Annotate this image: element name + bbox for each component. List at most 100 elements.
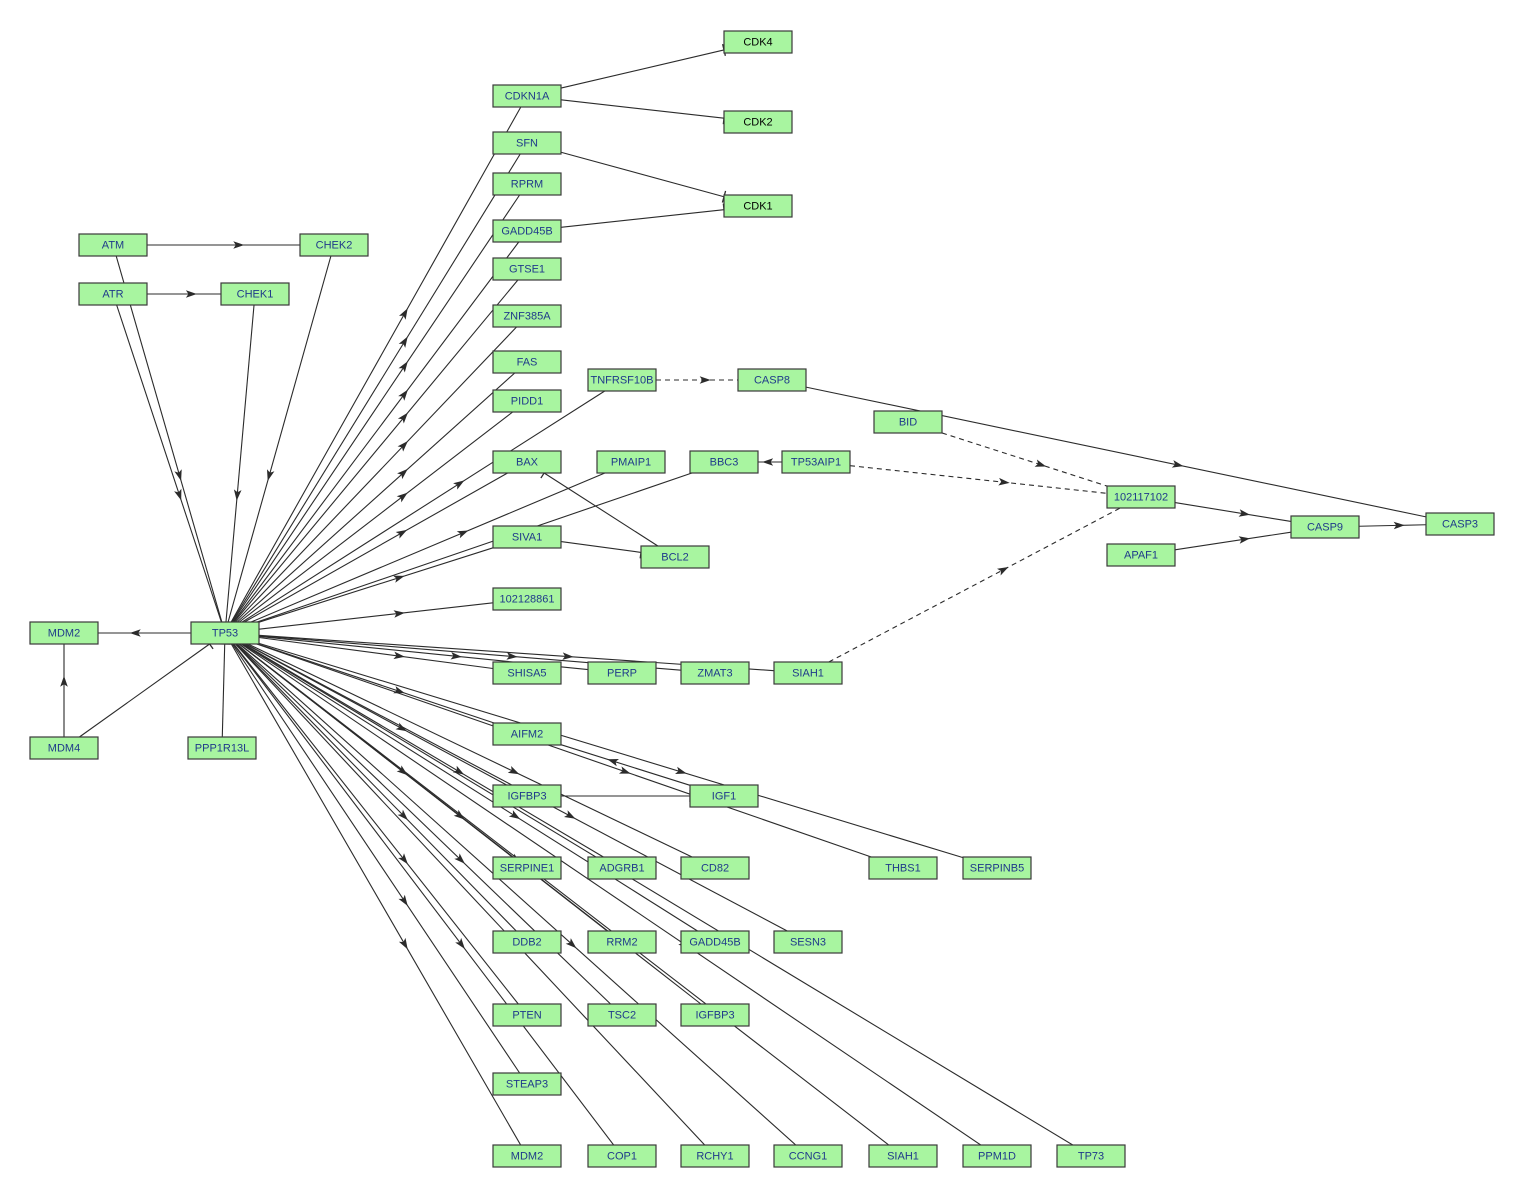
edge-SFN-CDK1 [560, 151, 727, 203]
arrowhead [565, 938, 577, 949]
node-cdk1[interactable]: CDK1 [723, 194, 793, 218]
arrowhead [1238, 509, 1250, 517]
node-label: FAS [517, 357, 538, 369]
node-igfbp3-a[interactable]: IGFBP3 [492, 784, 562, 808]
node-igf1[interactable]: IGF1 [689, 784, 759, 808]
node-siva1[interactable]: SIVA1 [492, 525, 562, 549]
edge-TP53-TP73 [242, 643, 1074, 1146]
node-label: RPRM [511, 179, 543, 191]
node-label: MDM4 [48, 743, 80, 755]
node-siah1-bot[interactable]: SIAH1 [868, 1144, 938, 1168]
edge-TP53-STEAP3 [231, 643, 521, 1074]
node-mdm2-bot[interactable]: MDM2 [492, 1144, 562, 1168]
node-cd82[interactable]: CD82 [680, 856, 750, 880]
node-bax[interactable]: BAX [492, 450, 562, 474]
edge-line [233, 643, 519, 1005]
node-label: PERP [607, 668, 637, 680]
edge-TP53-MDM2_bot [230, 643, 522, 1146]
node-casp9[interactable]: CASP9 [1290, 515, 1360, 539]
node-cdkn1a[interactable]: CDKN1A [492, 84, 562, 108]
edge-line [235, 643, 517, 932]
node-tnfrsf10b[interactable]: TNFRSF10B [587, 368, 657, 392]
arrowhead [398, 361, 408, 373]
node-cop1[interactable]: COP1 [587, 1144, 657, 1168]
node-ppp1r13l[interactable]: PPP1R13L [187, 736, 257, 760]
node-casp8[interactable]: CASP8 [737, 368, 807, 392]
node-pidd1[interactable]: PIDD1 [492, 389, 562, 413]
node-box [773, 930, 843, 954]
node-serpinb5[interactable]: SERPINB5 [962, 856, 1032, 880]
edge-TP53-CDKN1A [230, 106, 522, 623]
node-box [680, 856, 750, 880]
node-siah1-mid[interactable]: SIAH1 [773, 661, 843, 685]
node-casp3[interactable]: CASP3 [1425, 512, 1495, 536]
node-label: DDB2 [512, 937, 541, 949]
edge-IGFBP3_a-IGF1 [561, 790, 691, 802]
node-mdm2-left[interactable]: MDM2 [29, 621, 99, 645]
node-box [587, 1144, 657, 1168]
node-thbs1[interactable]: THBS1 [868, 856, 938, 880]
node-pmaip1[interactable]: PMAIP1 [596, 450, 666, 474]
node-rrm2[interactable]: RRM2 [587, 930, 657, 954]
node-sesn3[interactable]: SESN3 [773, 930, 843, 954]
node-apaf1[interactable]: APAF1 [1106, 543, 1176, 567]
node-tp53[interactable]: TP53 [190, 621, 260, 645]
node-bid[interactable]: BID [873, 410, 943, 434]
edge-TNFRSF10B-CASP8 [656, 376, 738, 384]
node-aifm2[interactable]: AIFM2 [492, 722, 562, 746]
node-bcl2[interactable]: BCL2 [640, 545, 710, 569]
node-n102117102[interactable]: 102117102 [1106, 485, 1176, 509]
node-pten[interactable]: PTEN [492, 1003, 562, 1027]
node-zmat3[interactable]: ZMAT3 [680, 661, 750, 685]
arrowhead [998, 477, 1010, 486]
node-box [492, 172, 562, 196]
node-rchy1[interactable]: RCHY1 [680, 1144, 750, 1168]
node-steap3[interactable]: STEAP3 [492, 1072, 562, 1096]
node-znf385a[interactable]: ZNF385A [492, 304, 562, 328]
arrowhead [699, 376, 711, 384]
node-cdk2[interactable]: CDK2 [723, 110, 793, 134]
node-fas[interactable]: FAS [492, 350, 562, 374]
node-chek2[interactable]: CHEK2 [299, 233, 369, 257]
node-shisa5[interactable]: SHISA5 [492, 661, 562, 685]
edge-line [115, 255, 223, 623]
node-box [220, 282, 290, 306]
node-box [962, 1144, 1032, 1168]
node-tp73[interactable]: TP73 [1056, 1144, 1126, 1168]
node-atr[interactable]: ATR [78, 282, 148, 306]
node-label: TSC2 [608, 1010, 636, 1022]
edge-line [828, 507, 1121, 663]
node-ddb2[interactable]: DDB2 [492, 930, 562, 954]
node-gadd45b-top[interactable]: GADD45B [492, 219, 562, 243]
arrowhead [398, 389, 408, 401]
node-mdm4[interactable]: MDM4 [29, 736, 99, 760]
node-n102128861[interactable]: 102128861 [492, 587, 562, 611]
node-sfn[interactable]: SFN [492, 131, 562, 155]
edge-TP53AIP1-N102117102 [849, 465, 1108, 494]
edge-line [238, 411, 514, 623]
node-tsc2[interactable]: TSC2 [587, 1003, 657, 1027]
edge-SIAH1_mid-N102117102 [828, 507, 1121, 663]
node-chek1[interactable]: CHEK1 [220, 282, 290, 306]
node-serpine1[interactable]: SERPINE1 [492, 856, 562, 880]
node-adgrb1[interactable]: ADGRB1 [587, 856, 657, 880]
node-bbc3[interactable]: BBC3 [689, 450, 759, 474]
node-igfbp3-b[interactable]: IGFBP3 [680, 1003, 750, 1027]
node-label: SFN [516, 138, 538, 150]
edge-line [225, 304, 255, 623]
node-box [492, 587, 562, 611]
node-ccng1[interactable]: CCNG1 [773, 1144, 843, 1168]
node-rprm[interactable]: RPRM [492, 172, 562, 196]
edge-line [258, 642, 964, 859]
node-label: ZMAT3 [697, 668, 732, 680]
node-box [492, 84, 562, 108]
node-tp53aip1[interactable]: TP53AIP1 [781, 450, 851, 474]
node-gtse1[interactable]: GTSE1 [492, 257, 562, 281]
node-cdk4[interactable]: CDK4 [723, 30, 793, 54]
node-box [492, 304, 562, 328]
node-atm[interactable]: ATM [78, 233, 148, 257]
node-ppm1d[interactable]: PPM1D [962, 1144, 1032, 1168]
node-gadd45b-bot[interactable]: GADD45B [680, 930, 750, 954]
node-perp[interactable]: PERP [587, 661, 657, 685]
